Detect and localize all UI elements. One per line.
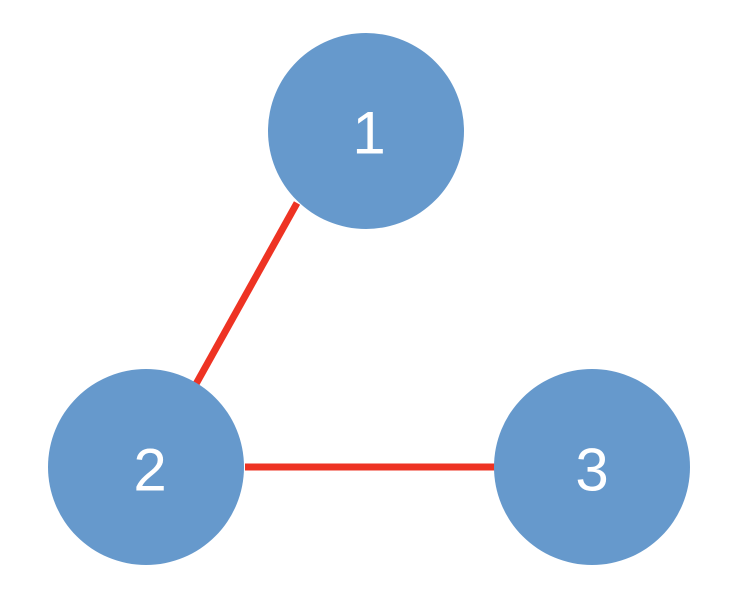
node-circle-1[interactable] [268,33,464,229]
edges-layer [192,201,495,471]
node-label-3: 3 [575,437,608,504]
node-circle-2[interactable] [48,369,244,565]
node-label-1: 1 [352,100,385,167]
node-circle-3[interactable] [494,369,690,565]
graph-edge-1-2[interactable] [192,201,301,386]
graph-node-2[interactable]: 2 [48,369,244,565]
node-label-2: 2 [133,437,166,504]
graph-node-3[interactable]: 3 [494,369,690,565]
nodes-layer: 1 2 3 [48,33,690,565]
graph-node-1[interactable]: 1 [268,33,464,229]
